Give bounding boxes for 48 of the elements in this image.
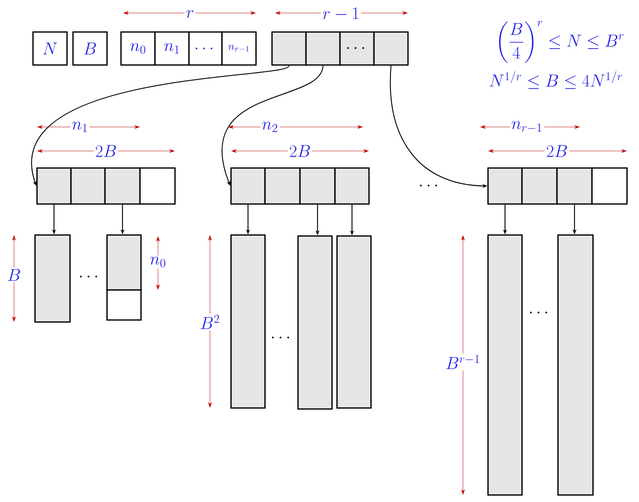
cell <box>299 167 336 205</box>
dimension-label: $2B$ <box>94 144 118 158</box>
dimension-label: $2B$ <box>288 144 312 158</box>
block-bar <box>34 234 71 323</box>
cell: $n_1$ <box>154 31 190 66</box>
cell <box>230 167 266 205</box>
cell <box>264 167 301 205</box>
cell <box>139 167 176 205</box>
ellipsis: $\cdots$ <box>80 276 98 278</box>
block-bar <box>557 234 594 496</box>
cell <box>487 167 523 205</box>
cell <box>104 167 141 205</box>
block-bar <box>487 234 523 496</box>
cell <box>271 31 307 66</box>
cell <box>373 31 409 66</box>
dimension-label: $B^2$ <box>198 314 222 330</box>
cell <box>106 289 142 321</box>
ellipsis: $\cdots$ <box>530 312 548 314</box>
cell <box>334 167 370 205</box>
ellipsis: $\cdots$ <box>420 184 438 186</box>
formula: $N^{1/r} \leq B \leq 4N^{1/r}$ <box>490 71 622 89</box>
cell: $\dots$ <box>188 31 223 66</box>
dimension-label: $n_0$ <box>148 255 168 268</box>
dimension-label: $B^{r-1}$ <box>444 354 482 370</box>
dimension-label: $r - 1$ <box>320 6 362 22</box>
dimension-label: $n_{r-1}$ <box>510 120 544 134</box>
block-bar <box>336 235 372 409</box>
cell <box>305 31 341 66</box>
block-bar <box>106 234 142 291</box>
cell: $N$ <box>32 31 68 66</box>
cell <box>36 167 72 205</box>
block-bar <box>230 234 266 409</box>
ellipsis: $\cdots$ <box>272 336 290 338</box>
dimension-label: $n_2$ <box>260 120 280 134</box>
cell <box>521 167 558 205</box>
dimension-label: $n_1$ <box>70 120 90 134</box>
cell <box>556 167 593 205</box>
block-bar <box>297 235 333 410</box>
cell: $\cdots$ <box>339 31 375 66</box>
cell: $B$ <box>72 31 108 66</box>
formula: $\left(\frac{B}{4}\right)^{r} \leq N \leq B^{r}$ <box>499 20 624 63</box>
cell <box>591 167 628 205</box>
cell <box>70 167 106 205</box>
dimension-label: $r$ <box>184 8 196 20</box>
dimension-label: $2B$ <box>544 144 570 158</box>
cell: $n_{r-1}$ <box>221 31 257 66</box>
cell: $n_0$ <box>120 31 156 66</box>
dimension-label: $B$ <box>6 268 22 282</box>
